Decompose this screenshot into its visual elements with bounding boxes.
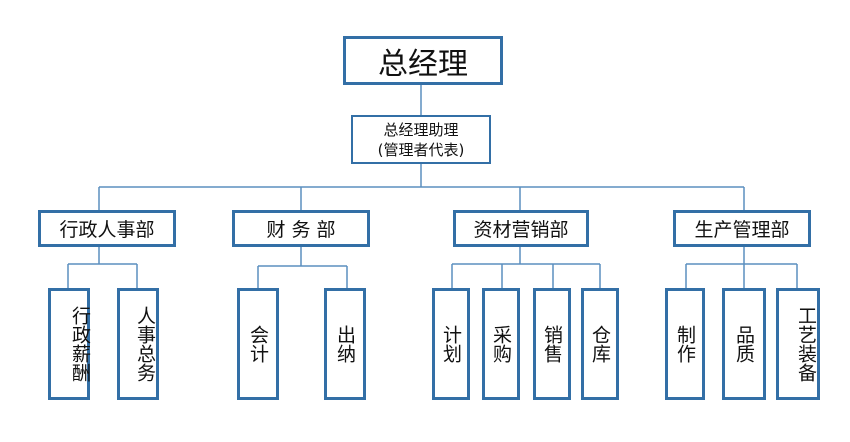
unit-label: 制作 [674, 325, 696, 363]
assistant-label: 总经理助理 [383, 120, 459, 139]
unit-label: 计划 [440, 325, 462, 363]
unit-accounting: 会计 [237, 288, 279, 400]
dept-finance: 财 务 部 [232, 210, 370, 247]
dept-admin-hr: 行政人事部 [38, 210, 176, 247]
dept-label: 行政人事部 [59, 219, 155, 241]
unit-label: 出纳 [334, 325, 356, 363]
dept-materials-sales: 资材营销部 [453, 210, 589, 247]
ceo-box: 总经理 [343, 36, 503, 85]
unit-label: 会计 [247, 325, 269, 363]
dept-label: 生产管理部 [694, 219, 790, 241]
dept-production: 生产管理部 [673, 210, 811, 247]
unit-process-equipment: 工艺装备 [776, 288, 820, 400]
unit-warehouse: 仓库 [581, 288, 619, 400]
unit-purchasing: 采购 [482, 288, 520, 400]
unit-label: 工艺装备 [795, 306, 817, 382]
unit-label: 采购 [490, 325, 512, 363]
assistant-box: 总经理助理 (管理者代表) [351, 115, 491, 164]
dept-label: 资材营销部 [473, 219, 569, 241]
unit-planning: 计划 [432, 288, 470, 400]
dept-label: 财 务 部 [266, 219, 336, 241]
unit-label: 人事总务 [134, 306, 156, 382]
unit-admin-pay: 行政薪酬 [48, 288, 91, 400]
unit-cashier: 出纳 [324, 288, 366, 400]
assistant-sublabel: (管理者代表) [377, 140, 465, 159]
unit-sales: 销售 [533, 288, 571, 400]
unit-label: 品质 [733, 325, 755, 363]
unit-label: 行政薪酬 [69, 306, 91, 382]
unit-quality: 品质 [722, 288, 766, 400]
unit-label: 仓库 [589, 325, 611, 363]
unit-manufacturing: 制作 [665, 288, 705, 400]
ceo-label: 总经理 [378, 46, 468, 82]
unit-hr-general: 人事总务 [117, 288, 159, 400]
unit-label: 销售 [541, 325, 563, 363]
